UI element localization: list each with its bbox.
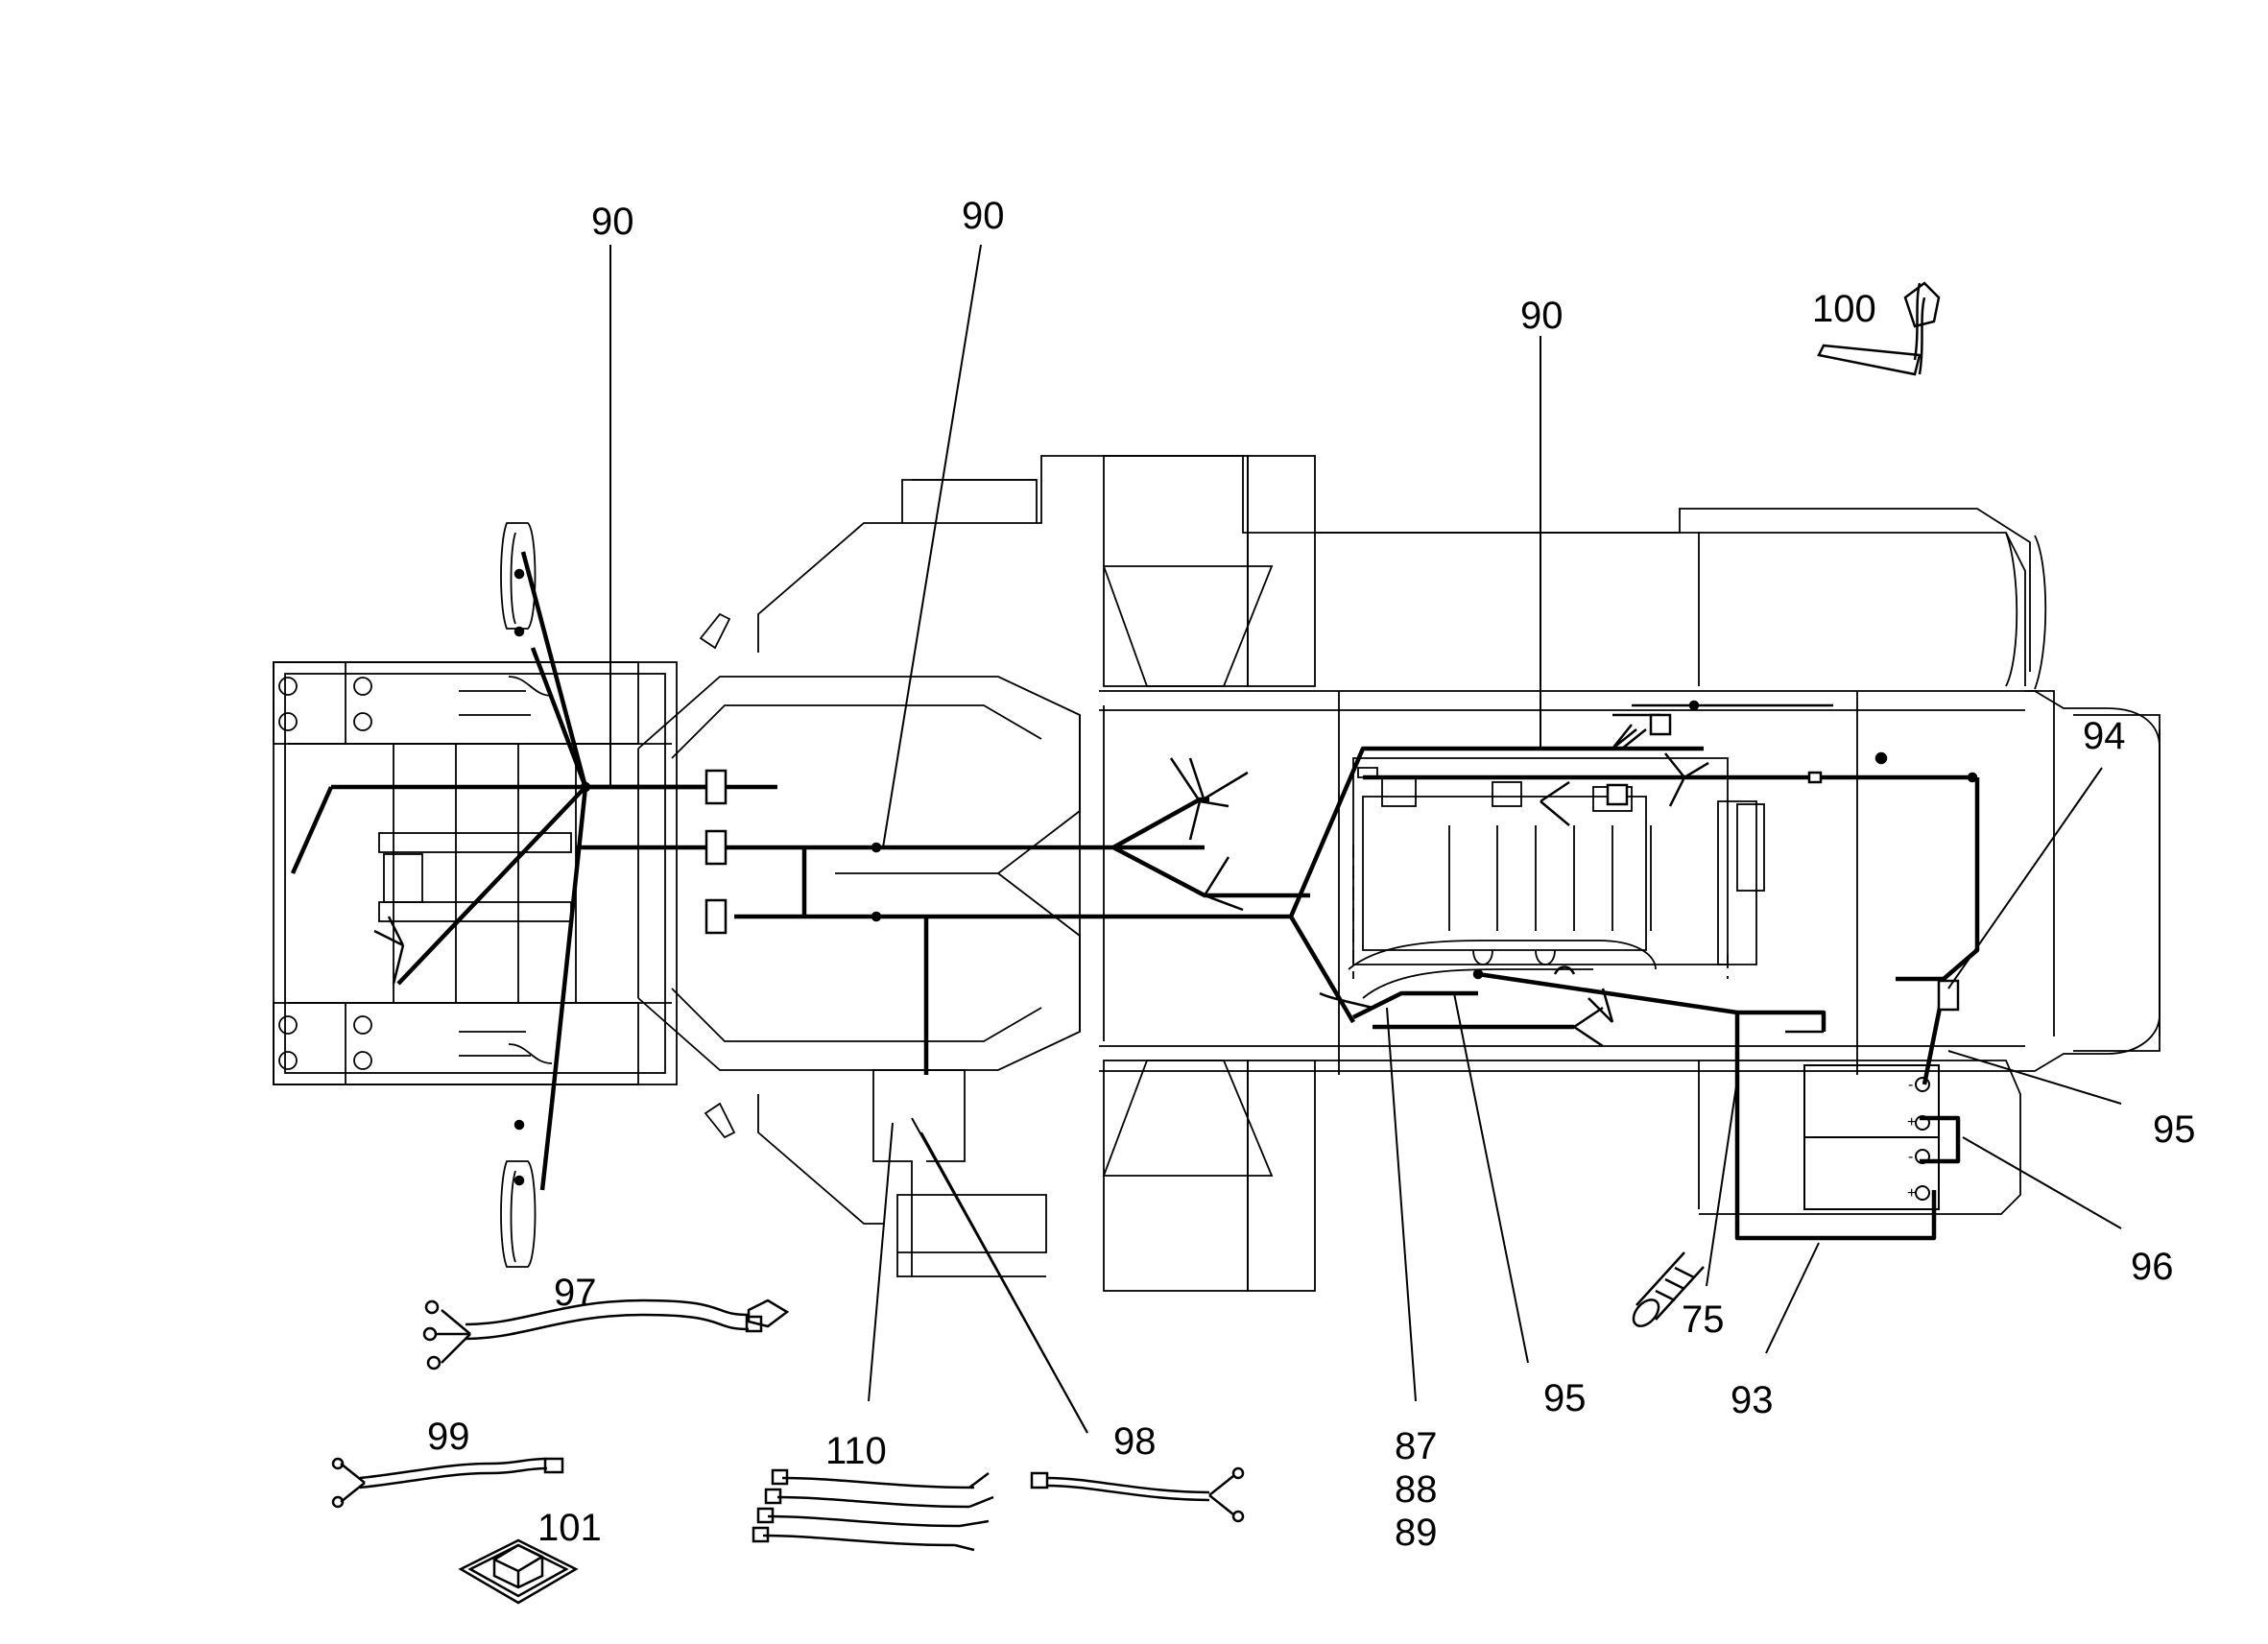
callout-90-front: 90 bbox=[591, 201, 634, 243]
harness-branches bbox=[373, 703, 1833, 1048]
callout-93: 93 bbox=[1731, 1379, 1774, 1421]
callout-75: 75 bbox=[1682, 1299, 1725, 1341]
part-99-cable bbox=[331, 1457, 564, 1509]
callout-95-battery: 95 bbox=[2153, 1108, 2196, 1151]
harness-connectors bbox=[513, 568, 1978, 1186]
callout-90-engine: 90 bbox=[1520, 295, 1564, 337]
battery-terminal-signs: - + - + bbox=[1907, 1077, 1916, 1202]
terminal-sign: - bbox=[1908, 1149, 1913, 1165]
terminal-sign: + bbox=[1907, 1114, 1916, 1131]
callout-99: 99 bbox=[427, 1416, 470, 1458]
callout-87: 87 bbox=[1395, 1425, 1438, 1467]
battery-box bbox=[1803, 1064, 1940, 1210]
part-100-strap bbox=[1817, 281, 1941, 376]
callout-98: 98 bbox=[1113, 1420, 1157, 1463]
part-101-bracket bbox=[458, 1538, 579, 1605]
callout-97: 97 bbox=[554, 1272, 597, 1314]
callout-101: 101 bbox=[537, 1507, 602, 1549]
callout-94: 94 bbox=[2083, 715, 2126, 757]
callout-leader-lines bbox=[609, 244, 2122, 1434]
callout-95-engine: 95 bbox=[1543, 1377, 1587, 1419]
callout-90-cab: 90 bbox=[962, 195, 1005, 237]
part-110-cables bbox=[752, 1468, 994, 1552]
callout-96: 96 bbox=[2131, 1246, 2174, 1288]
vehicle-outline bbox=[273, 455, 2161, 1292]
part-97-cable bbox=[422, 1299, 790, 1370]
callout-labels: 90 90 90 100 94 95 96 97 75 93 95 87 88 … bbox=[427, 195, 2196, 1554]
callout-100: 100 bbox=[1812, 288, 1876, 330]
callout-110: 110 bbox=[825, 1430, 887, 1472]
callout-89: 89 bbox=[1395, 1512, 1438, 1554]
part-75-sleeve bbox=[1632, 1251, 1705, 1327]
callout-88: 88 bbox=[1395, 1468, 1438, 1511]
part-98-cable bbox=[1030, 1466, 1245, 1523]
terminal-sign: - bbox=[1908, 1077, 1913, 1093]
terminal-sign: + bbox=[1907, 1185, 1916, 1202]
